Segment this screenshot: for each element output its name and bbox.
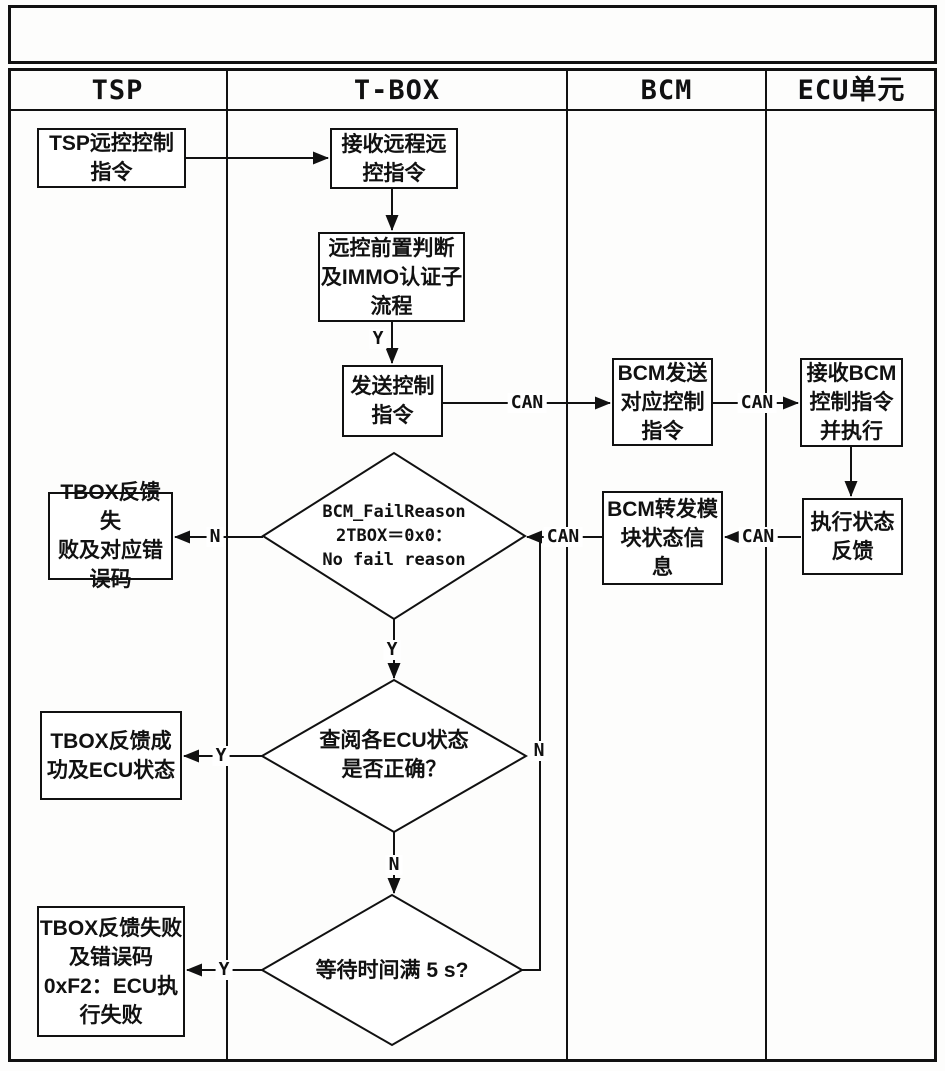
node-bcm-forward-label: BCM转发模 块状态信 息 <box>607 497 718 579</box>
edge-label-n-wait: N <box>385 855 403 875</box>
decision-wait-5s-label: 等待时间满 5 s? <box>315 958 469 982</box>
node-exec-status-label: 执行状态 反馈 <box>810 510 895 563</box>
node-fail-0xf2-label: TBOX反馈失败 及错误码 0xF2：ECU执 行失败 <box>39 916 183 1027</box>
edge-label-y-success: Y <box>212 746 230 766</box>
node-bcm-send: BCM发送 对应控制 指令 <box>612 358 713 446</box>
node-precheck-immo: 远控前置判断 及IMMO认证子 流程 <box>318 232 465 322</box>
edge-label-can-ecu-bcm: CAN <box>738 527 778 547</box>
node-bcm-forward: BCM转发模 块状态信 息 <box>602 491 723 585</box>
node-success-status-label: TBOX反馈成 功及ECU状态 <box>46 729 176 782</box>
node-send-ctrl: 发送控制 指令 <box>342 365 443 437</box>
node-success-status: TBOX反馈成 功及ECU状态 <box>40 711 182 800</box>
node-send-ctrl-label: 发送控制 指令 <box>350 375 435 427</box>
node-receive-cmd-label: 接收远程远 控指令 <box>341 132 447 185</box>
node-receive-cmd: 接收远程远 控指令 <box>330 128 458 189</box>
node-exec-status: 执行状态 反馈 <box>802 498 903 575</box>
flow-arrows <box>174 151 858 977</box>
node-ecu-exec-label: 接收BCM 控制指令 并执行 <box>806 362 897 443</box>
decision-check-ecu-label: 查阅各ECU状态 是否正确？ <box>319 729 469 781</box>
edge-label-y-precheck: Y <box>369 329 387 349</box>
edge-label-can-bcm-tbox: CAN <box>543 527 583 547</box>
edge-label-can-bcm-ecu: CAN <box>737 393 777 413</box>
node-ecu-exec: 接收BCM 控制指令 并执行 <box>800 358 903 447</box>
node-fail-0xf2: TBOX反馈失败 及错误码 0xF2：ECU执 行失败 <box>37 906 185 1037</box>
title-box-frame <box>8 5 937 64</box>
lane-header-bcm: BCM <box>640 75 693 106</box>
node-precheck-immo-label: 远控前置判断 及IMMO认证子 流程 <box>320 236 463 318</box>
edge-label-y-timeout: Y <box>215 960 233 980</box>
decision-wait-5s: 等待时间满 5 s? <box>262 955 522 985</box>
frame-lines <box>8 5 937 1062</box>
lane-header-tsp: TSP <box>91 75 144 106</box>
node-fail-errcode-label: TBOX反馈失 败及对应错 误码 <box>58 481 163 591</box>
node-tsp-command-label: TSP远控控制 指令 <box>49 132 174 184</box>
edge-label-n-loop: N <box>530 741 548 761</box>
node-bcm-send-label: BCM发送 对应控制 指令 <box>617 361 708 443</box>
node-fail-errcode: TBOX反馈失 败及对应错 误码 <box>48 481 173 591</box>
lane-header-tbox: T-BOX <box>353 75 441 106</box>
loop-line-decision3-n <box>522 538 541 971</box>
decision-fail-reason: BCM_FailReason 2TBOX＝0x0： No fail reason <box>284 488 504 584</box>
decision-check-ecu: 查阅各ECU状态 是否正确？ <box>274 724 514 786</box>
node-tsp-command: TSP远控控制 指令 <box>37 128 186 188</box>
edge-label-can-tbox-bcm: CAN <box>507 393 547 413</box>
edge-label-y-pass: Y <box>383 640 401 660</box>
decision-fail-reason-shape <box>261 451 527 621</box>
decision-fail-reason-label: BCM_FailReason 2TBOX＝0x0： No fail reason <box>322 502 466 570</box>
edge-label-n-fail: N <box>206 527 224 547</box>
decision-check-ecu-shape <box>259 678 529 834</box>
decision-shapes <box>259 451 529 1047</box>
main-frame <box>8 68 937 1062</box>
lane-header-ecu: ECU单元 <box>797 75 906 106</box>
